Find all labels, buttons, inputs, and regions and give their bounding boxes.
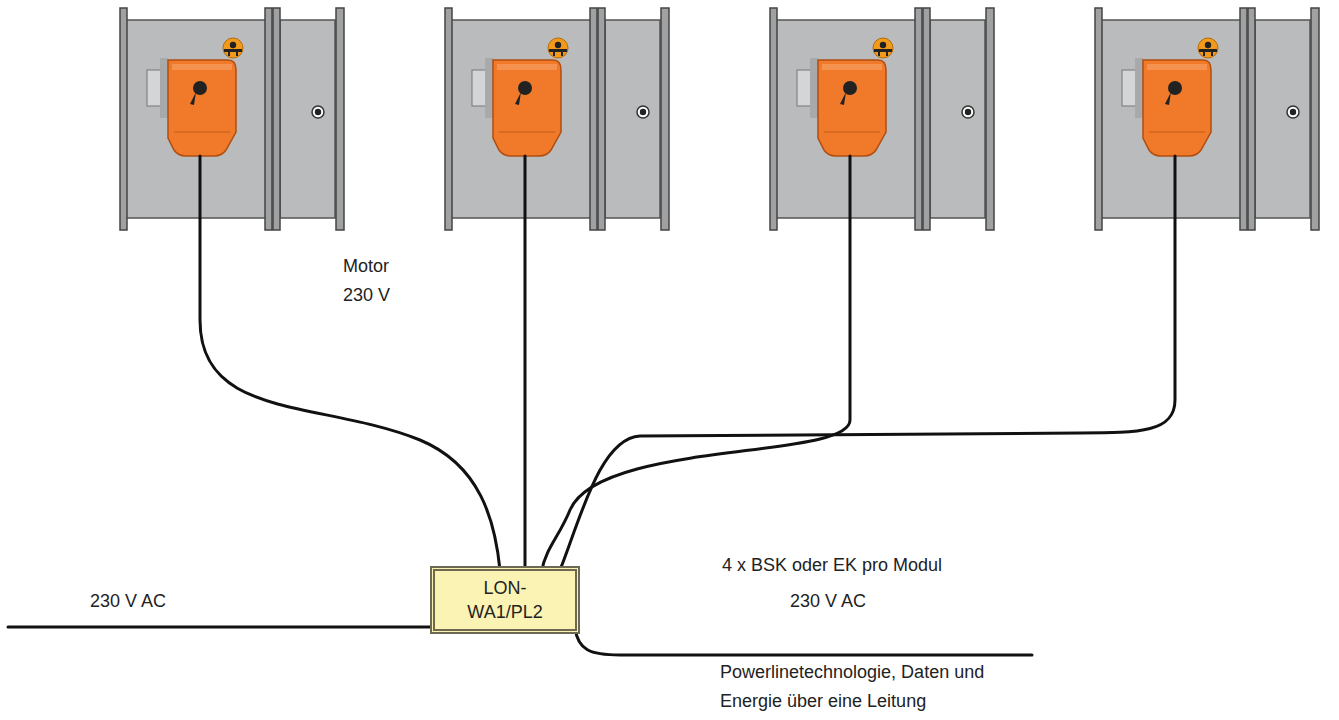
- powerline-note: Powerlinetechnologie, Daten und Energie …: [720, 658, 1020, 716]
- module-note: 4 x BSK oder EK pro Modul: [722, 551, 1022, 580]
- module-box: LON- WA1/PL2: [430, 566, 580, 634]
- module-name: LON- WA1/PL2: [464, 576, 546, 624]
- supply-label: 230 V AC: [790, 587, 900, 616]
- motor-label: Motor 230 V: [343, 252, 407, 310]
- supply-label: 230 V AC: [90, 587, 200, 616]
